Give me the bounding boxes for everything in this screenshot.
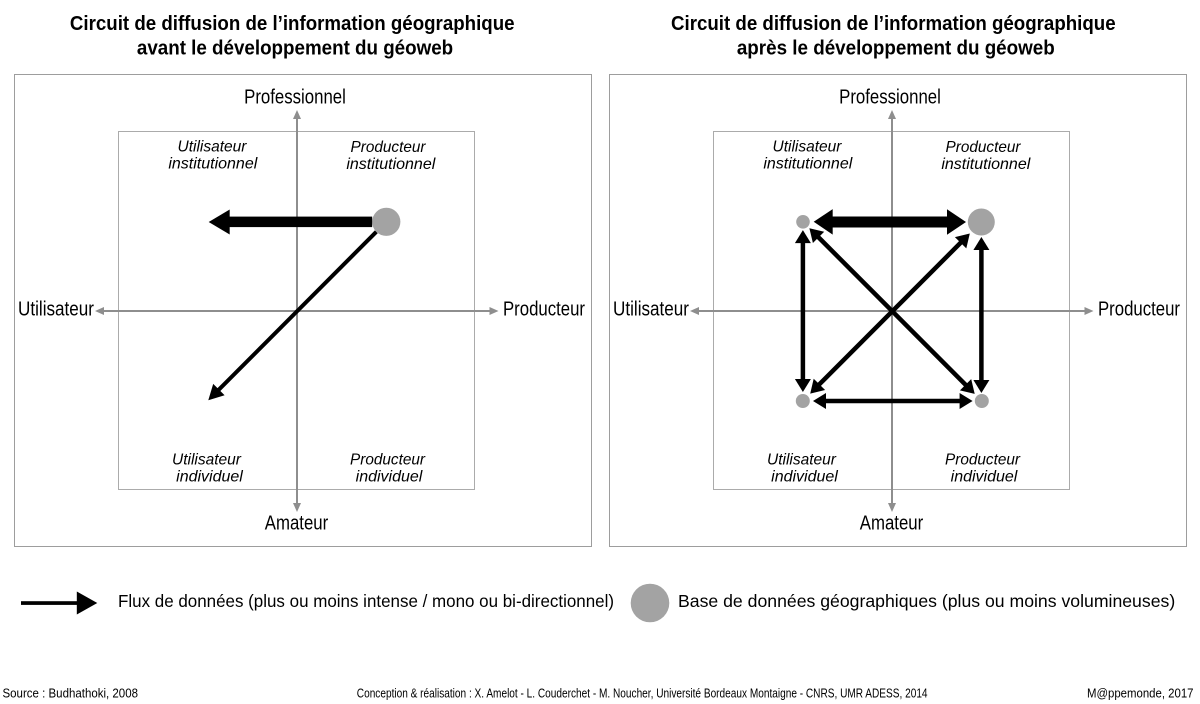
svg-text:Producteur: Producteur (946, 139, 1022, 156)
svg-text:Utilisateur: Utilisateur (767, 451, 837, 468)
svg-text:Producteur: Producteur (351, 139, 427, 156)
svg-text:Producteur: Producteur (1098, 297, 1180, 320)
svg-text:Circuit de diffusion de l’info: Circuit de diffusion de l’information gé… (70, 12, 515, 35)
svg-text:individuel: individuel (176, 469, 243, 486)
svg-text:Amateur: Amateur (265, 511, 328, 534)
svg-text:après le développement du géow: après le développement du géoweb (737, 37, 1055, 60)
svg-text:institutionnel: institutionnel (941, 156, 1030, 173)
svg-text:Producteur: Producteur (503, 297, 585, 320)
svg-text:individuel: individuel (356, 469, 423, 486)
svg-text:Utilisateur: Utilisateur (773, 138, 843, 155)
svg-text:Flux de données (plus ou moins: Flux de données (plus ou moins intense /… (118, 591, 614, 612)
svg-text:Professionnel: Professionnel (839, 85, 941, 108)
svg-text:Utilisateur: Utilisateur (613, 297, 689, 320)
svg-text:individuel: individuel (771, 469, 838, 486)
svg-text:institutionnel: institutionnel (763, 156, 852, 173)
svg-text:avant le développement du géow: avant le développement du géoweb (137, 37, 453, 60)
svg-text:individuel: individuel (951, 469, 1018, 486)
svg-text:institutionnel: institutionnel (168, 156, 257, 173)
svg-text:Professionnel: Professionnel (244, 85, 346, 108)
svg-text:institutionnel: institutionnel (346, 156, 435, 173)
svg-text:Base de données géographiques: Base de données géographiques (plus ou m… (678, 591, 1175, 611)
svg-text:Amateur: Amateur (860, 511, 923, 534)
svg-text:Producteur: Producteur (945, 451, 1021, 468)
svg-text:Utilisateur: Utilisateur (18, 297, 94, 320)
svg-text:Producteur: Producteur (350, 451, 426, 468)
svg-text:Utilisateur: Utilisateur (172, 451, 242, 468)
svg-text:Utilisateur: Utilisateur (178, 138, 248, 155)
svg-text:M@ppemonde, 2017: M@ppemonde, 2017 (1087, 686, 1194, 701)
svg-text:Circuit de diffusion de l’info: Circuit de diffusion de l’information gé… (671, 12, 1116, 35)
svg-text:Conception & réalisation : X.: Conception & réalisation : X. Amelot - L… (357, 686, 928, 701)
svg-text:Source : Budhathoki, 2008: Source : Budhathoki, 2008 (3, 686, 139, 701)
